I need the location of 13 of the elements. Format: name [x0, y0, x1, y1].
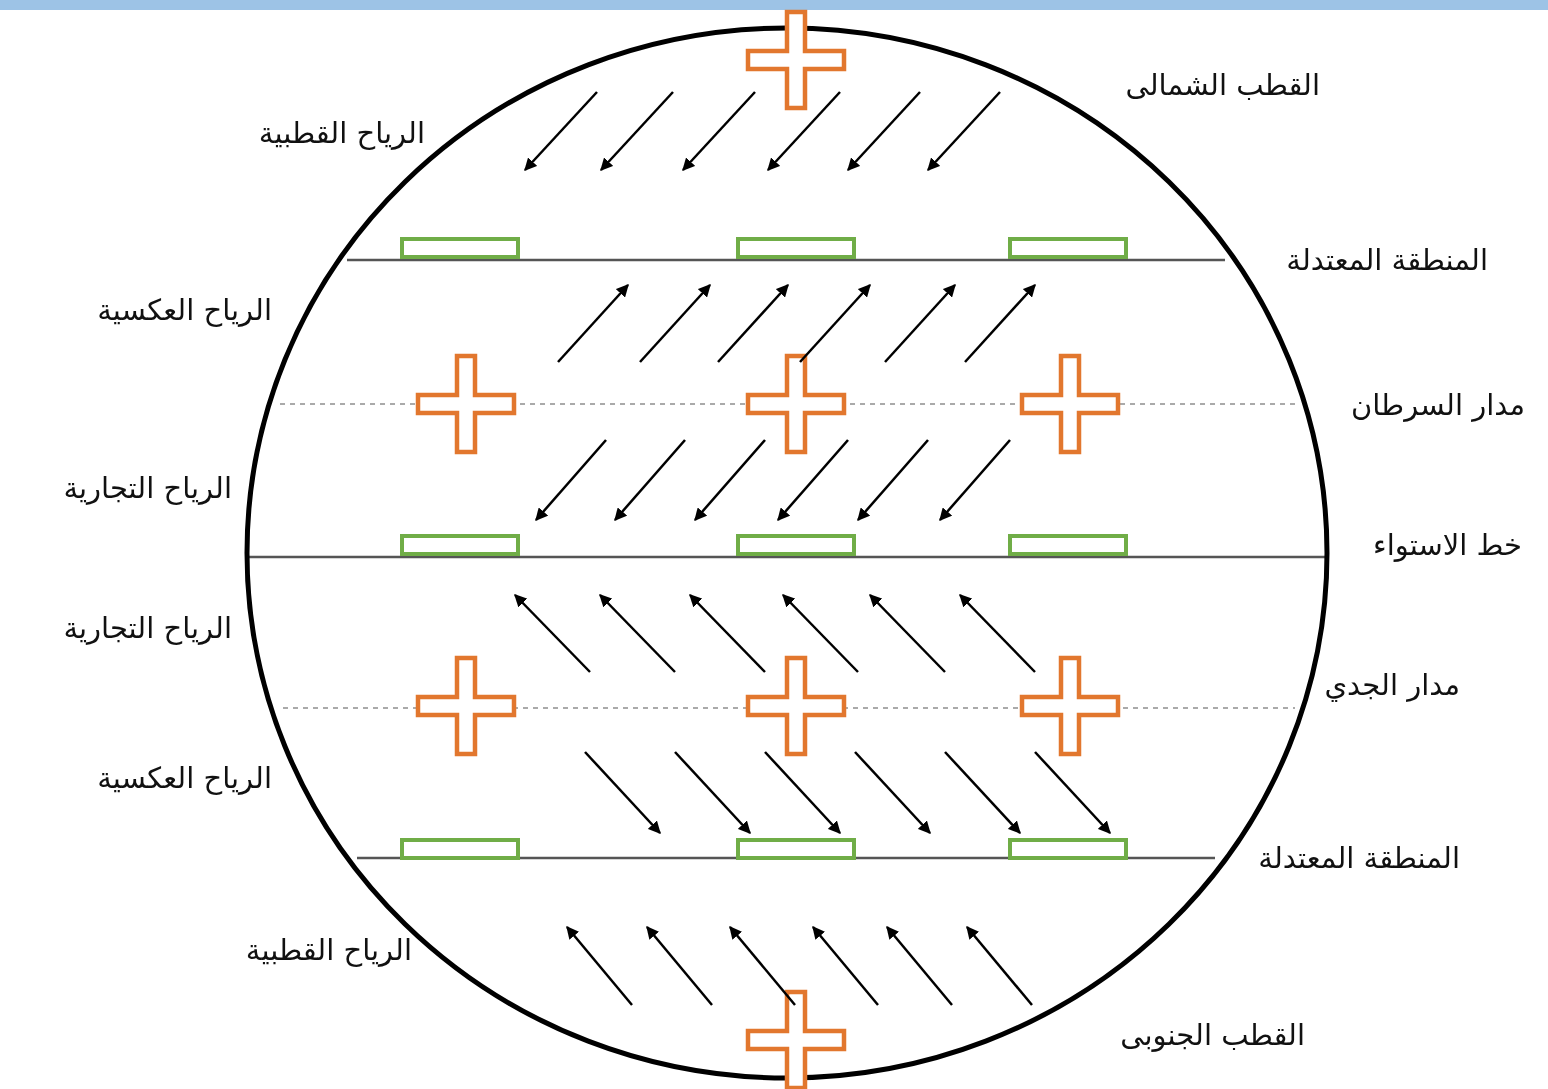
wind-label: الرياح التجارية: [63, 470, 232, 506]
latitude-label: مدار الجدي: [1324, 667, 1460, 703]
wind-label: الرياح القطبية: [258, 115, 425, 151]
latitude-label: مدار السرطان: [1351, 387, 1525, 423]
wind-label: الرياح التجارية: [63, 610, 232, 646]
wind-label: الرياح العكسية: [97, 760, 272, 796]
wind-label: الرياح القطبية: [245, 932, 412, 968]
latitude-label: القطب الجنوبى: [1120, 1017, 1305, 1053]
latitude-label: المنطقة المعتدلة: [1286, 242, 1488, 278]
latitude-label: القطب الشمالى: [1125, 67, 1320, 103]
wind-label: الرياح العكسية: [97, 292, 272, 328]
latitude-label: المنطقة المعتدلة: [1258, 840, 1460, 876]
latitude-label: خط الاستواء: [1373, 527, 1522, 563]
